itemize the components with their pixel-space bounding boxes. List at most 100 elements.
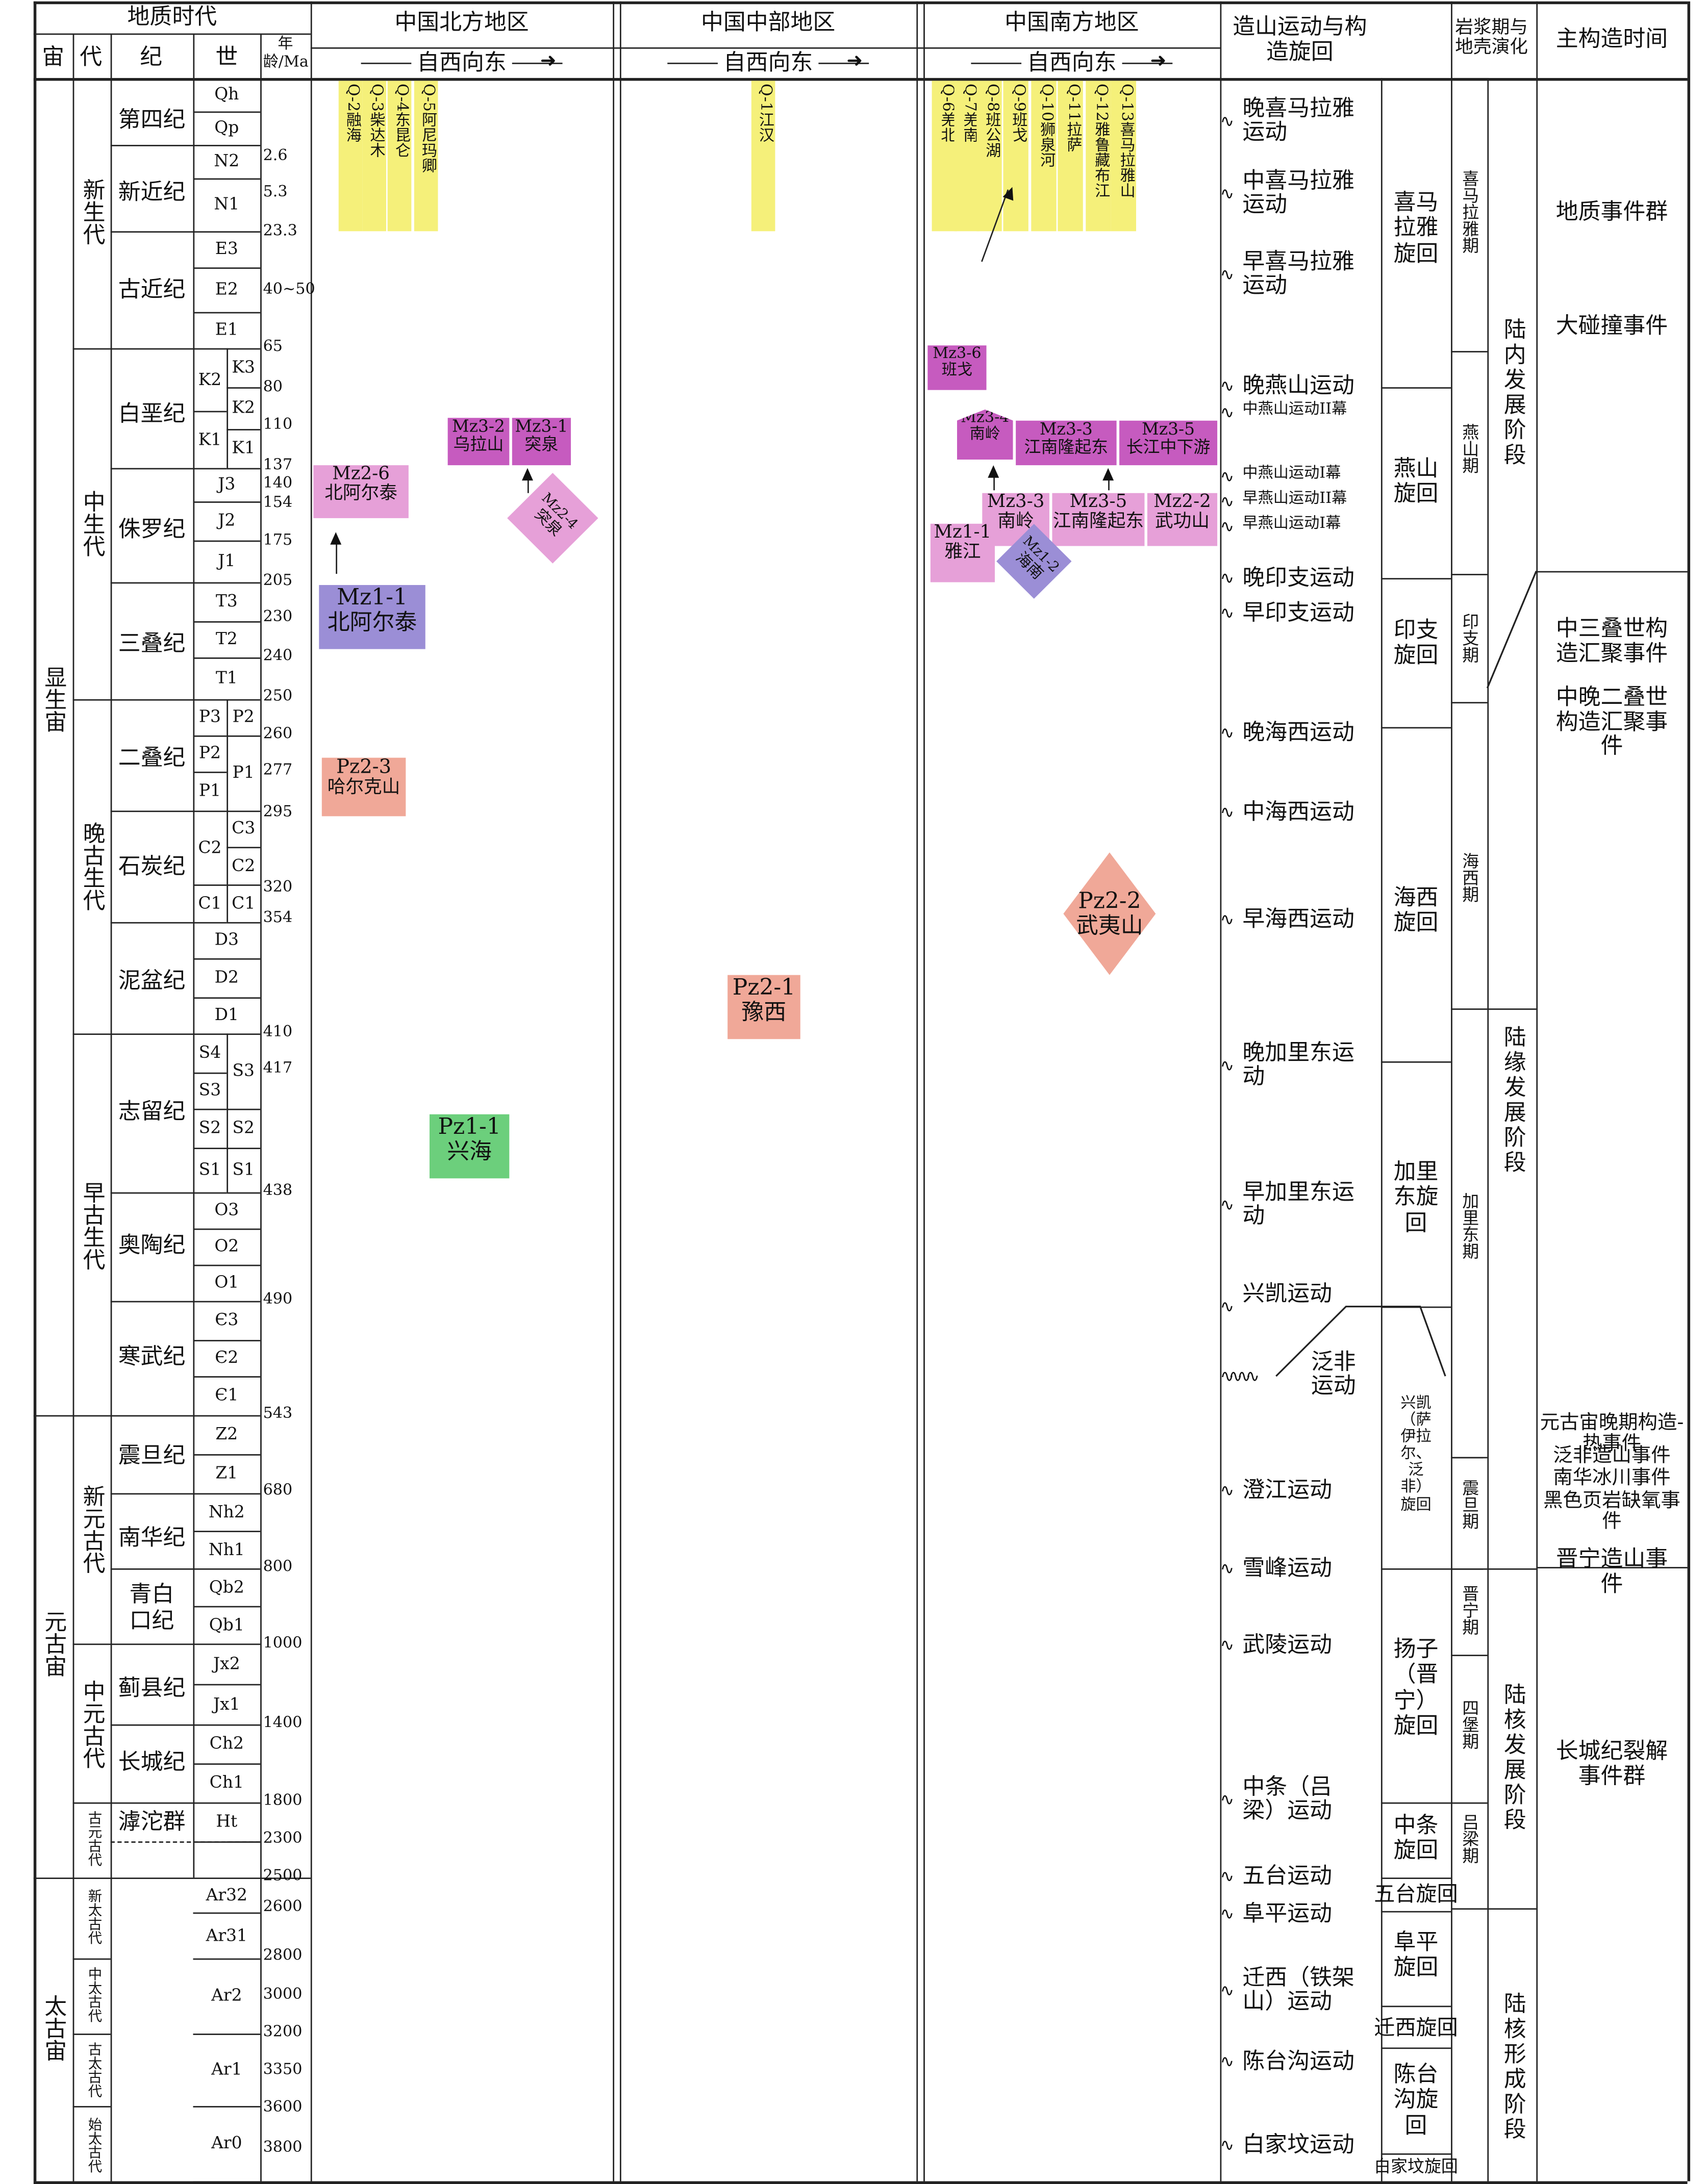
period-2: 古近纪 [118, 276, 186, 303]
grid-line [260, 33, 262, 78]
grid-line [72, 1877, 111, 1879]
event-south-q-2-text: Q-8 [984, 83, 1002, 112]
grid-line [193, 958, 261, 960]
grid-line [110, 348, 193, 350]
age-37: 3600 [263, 2097, 303, 2116]
cycle-10: 迁西旋回 [1374, 2015, 1458, 2041]
grid-line [1452, 1568, 1484, 1570]
cycle-3: 海西旋回 [1393, 884, 1439, 936]
header-magma: 岩浆期与地壳演化 [1455, 17, 1528, 59]
arrow-head-south: ➜ [1150, 50, 1167, 73]
event-north-q-1: Q-3柴达木 [362, 81, 386, 232]
grid-line [72, 1033, 111, 1035]
grid-line [72, 1643, 111, 1645]
magma-period-3: 海西期 [1460, 852, 1480, 903]
main-event-2: 中三叠世构造汇聚事件 [1555, 615, 1668, 666]
grid-line [1451, 1, 1453, 2181]
epoch-16: P2 [198, 743, 221, 763]
period-16: 长城纪 [118, 1748, 186, 1775]
orogeny-20: 中条（吕梁）运动 [1242, 1773, 1332, 1823]
grid-line [1380, 78, 1383, 2181]
age-17: 295 [263, 802, 293, 821]
magma-period-8: 吕梁期 [1460, 1813, 1480, 1864]
grid-line [227, 884, 261, 886]
grid-line [193, 468, 227, 470]
magma-period-5: 震旦期 [1460, 1479, 1480, 1530]
grid-line [227, 810, 261, 812]
age-26: 800 [263, 1557, 293, 1576]
event-south-mz3-6-text: 班戈 [941, 361, 973, 379]
cycle-4: 加里东旋回 [1393, 1158, 1439, 1236]
epoch-4: E3 [215, 239, 238, 259]
event-south-q-6-text: 雅鲁藏布江 [1092, 121, 1111, 198]
grid-line [1380, 727, 1451, 729]
grid-line [193, 1148, 227, 1149]
grid-line [1451, 702, 1488, 704]
grid-line [1451, 1908, 1488, 1910]
period-10: 奥陶纪 [118, 1231, 186, 1258]
grid-line [1487, 1568, 1537, 1570]
cycle-9: 阜平旋回 [1393, 1928, 1439, 1981]
grid-line [227, 922, 261, 924]
grid-line [227, 348, 229, 468]
epoch-35: Nh2 [208, 1501, 245, 1521]
magma-period-2: 印支期 [1460, 613, 1480, 663]
period-4: 侏罗纪 [118, 515, 186, 542]
event-north-q-3-text: Q-5 [419, 83, 438, 112]
event-north-pz1-1-text: 兴海 [447, 1137, 492, 1164]
epoch-30: Є3 [215, 1310, 239, 1330]
orogeny-7: 早燕山运动I幕 [1242, 514, 1341, 532]
age-38: 3800 [263, 2138, 303, 2156]
grid-line [110, 699, 193, 701]
magma-period-6: 晋宁期 [1460, 1585, 1480, 1636]
age-27: 1000 [263, 1634, 303, 1652]
period-5: 三叠纪 [118, 629, 186, 656]
eon-1: 元古宙 [40, 1610, 67, 1678]
grid-line [193, 657, 261, 659]
grid-line [1487, 1008, 1537, 1010]
grid-line [227, 1192, 261, 1194]
age-10: 175 [263, 530, 293, 549]
epoch-sub-7: C1 [232, 893, 256, 912]
grid-line [193, 1568, 261, 1570]
stage-3: 陆核形成阶段 [1499, 1992, 1526, 2143]
event-north-q-2-text: 东昆仑 [393, 111, 412, 158]
age-12: 230 [263, 607, 293, 626]
grid-line [193, 2034, 261, 2035]
grid-line [193, 1108, 227, 1110]
magma-period-0: 喜马拉雅期 [1460, 170, 1480, 254]
event-south-q-4-text: Q-10 [1038, 83, 1057, 121]
epoch-47: Ar1 [211, 2059, 242, 2079]
wave-mark-13: ∿ [1220, 1056, 1235, 1076]
grid-line [193, 735, 227, 737]
wave-mark-4: ∿ [1220, 402, 1235, 422]
age-20: 410 [263, 1022, 293, 1040]
wave-mark-0: ∿ [1220, 111, 1235, 131]
wave-mark-16: ∿∿∿∿ [1220, 1366, 1260, 1386]
grid-line [1452, 1457, 1484, 1459]
wave-mark-2: ∿ [1220, 264, 1235, 285]
cycle-6: 扬子（晋宁）旋回 [1393, 1635, 1439, 1739]
age-13: 240 [263, 646, 293, 665]
epoch-43: Ht [216, 1811, 238, 1831]
arrow-south-nanling-shaft [993, 473, 995, 491]
age-16: 277 [263, 760, 293, 779]
epoch-20: D3 [214, 929, 239, 949]
event-south-mz3-3b-text: 南岭 [997, 512, 1034, 533]
grid-line [193, 621, 261, 623]
grid-line [193, 501, 261, 503]
wave-mark-10: ∿ [1220, 723, 1235, 743]
grid-line [193, 1072, 227, 1074]
age-18: 320 [263, 877, 293, 896]
event-south-mz2-2-text: Mz2-2 [1153, 492, 1211, 513]
arrow-head-central: ➜ [846, 50, 863, 73]
grid-line [193, 2181, 261, 2183]
age-1: 5.3 [263, 182, 288, 201]
age-33: 2800 [263, 1946, 303, 1964]
grid-line [1536, 1, 1538, 2181]
event-north-mz3-2-text: Mz3-2 [451, 416, 505, 436]
event-north-q-0-text: 融海 [344, 111, 363, 142]
orogeny-6: 早燕山运动II幕 [1242, 489, 1347, 507]
grid-line [1380, 1877, 1451, 1879]
